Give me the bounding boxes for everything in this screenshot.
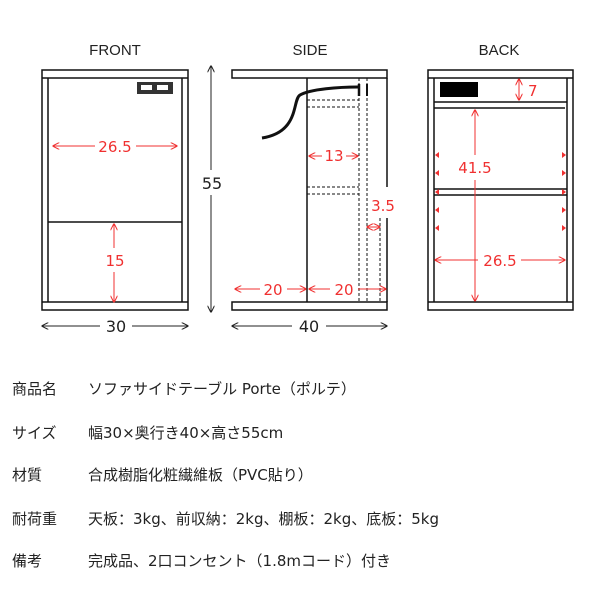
front-view — [41, 69, 189, 311]
outlet-icon — [137, 82, 173, 94]
height-label: 55 — [202, 174, 222, 193]
side-title: SIDE — [292, 42, 327, 59]
dimension-diagram: FRONT SIDE BACK 26.5 15 55 30 13 3.5 20 … — [41, 42, 574, 336]
spec-label: 商品名 — [12, 380, 58, 398]
side-view — [231, 69, 388, 311]
width-label: 30 — [106, 317, 126, 336]
side-rear-depth: 20 — [334, 281, 353, 299]
spec-label: 備考 — [12, 552, 43, 570]
front-lower-height: 15 — [105, 252, 124, 270]
spec-value: 完成品、2口コンセント（1.8mコード）付き — [88, 552, 392, 570]
spec-row-name: 商品名 ソファサイドテーブル Porte（ポルテ） — [12, 378, 356, 399]
back-inner-width: 26.5 — [483, 252, 516, 270]
spec-value: 合成樹脂化粧繊維板（PVC貼り） — [88, 466, 313, 484]
side-gap: 3.5 — [371, 197, 395, 215]
depth-label: 40 — [299, 317, 319, 336]
spec-label: 材質 — [12, 466, 43, 484]
spec-value: 幅30×奥行き40×高さ55cm — [88, 424, 284, 442]
back-view — [427, 69, 574, 311]
back-title: BACK — [479, 42, 520, 59]
spec-value: 天板：3kg、前収納：2kg、棚板：2kg、底板：5kg — [88, 510, 440, 528]
front-title: FRONT — [89, 42, 141, 59]
side-front-depth: 20 — [263, 281, 282, 299]
spec-value: ソファサイドテーブル Porte（ポルテ） — [88, 380, 356, 398]
back-opening — [440, 82, 478, 97]
spec-label: 耐荷重 — [12, 510, 58, 528]
spec-label: サイズ — [12, 424, 57, 442]
back-height: 41.5 — [458, 159, 491, 177]
spec-row-size: サイズ 幅30×奥行き40×高さ55cm — [12, 422, 283, 443]
spec-row-notes: 備考 完成品、2口コンセント（1.8mコード）付き — [12, 550, 391, 571]
spec-row-material: 材質 合成樹脂化粧繊維板（PVC貼り） — [12, 464, 313, 485]
power-cord — [261, 85, 359, 140]
front-inner-width: 26.5 — [98, 138, 131, 156]
back-top-height: 7 — [528, 82, 538, 100]
side-shelf-depth: 13 — [324, 147, 343, 165]
shelf-pin-markers — [435, 152, 566, 231]
spec-row-load: 耐荷重 天板：3kg、前収納：2kg、棚板：2kg、底板：5kg — [12, 508, 439, 529]
